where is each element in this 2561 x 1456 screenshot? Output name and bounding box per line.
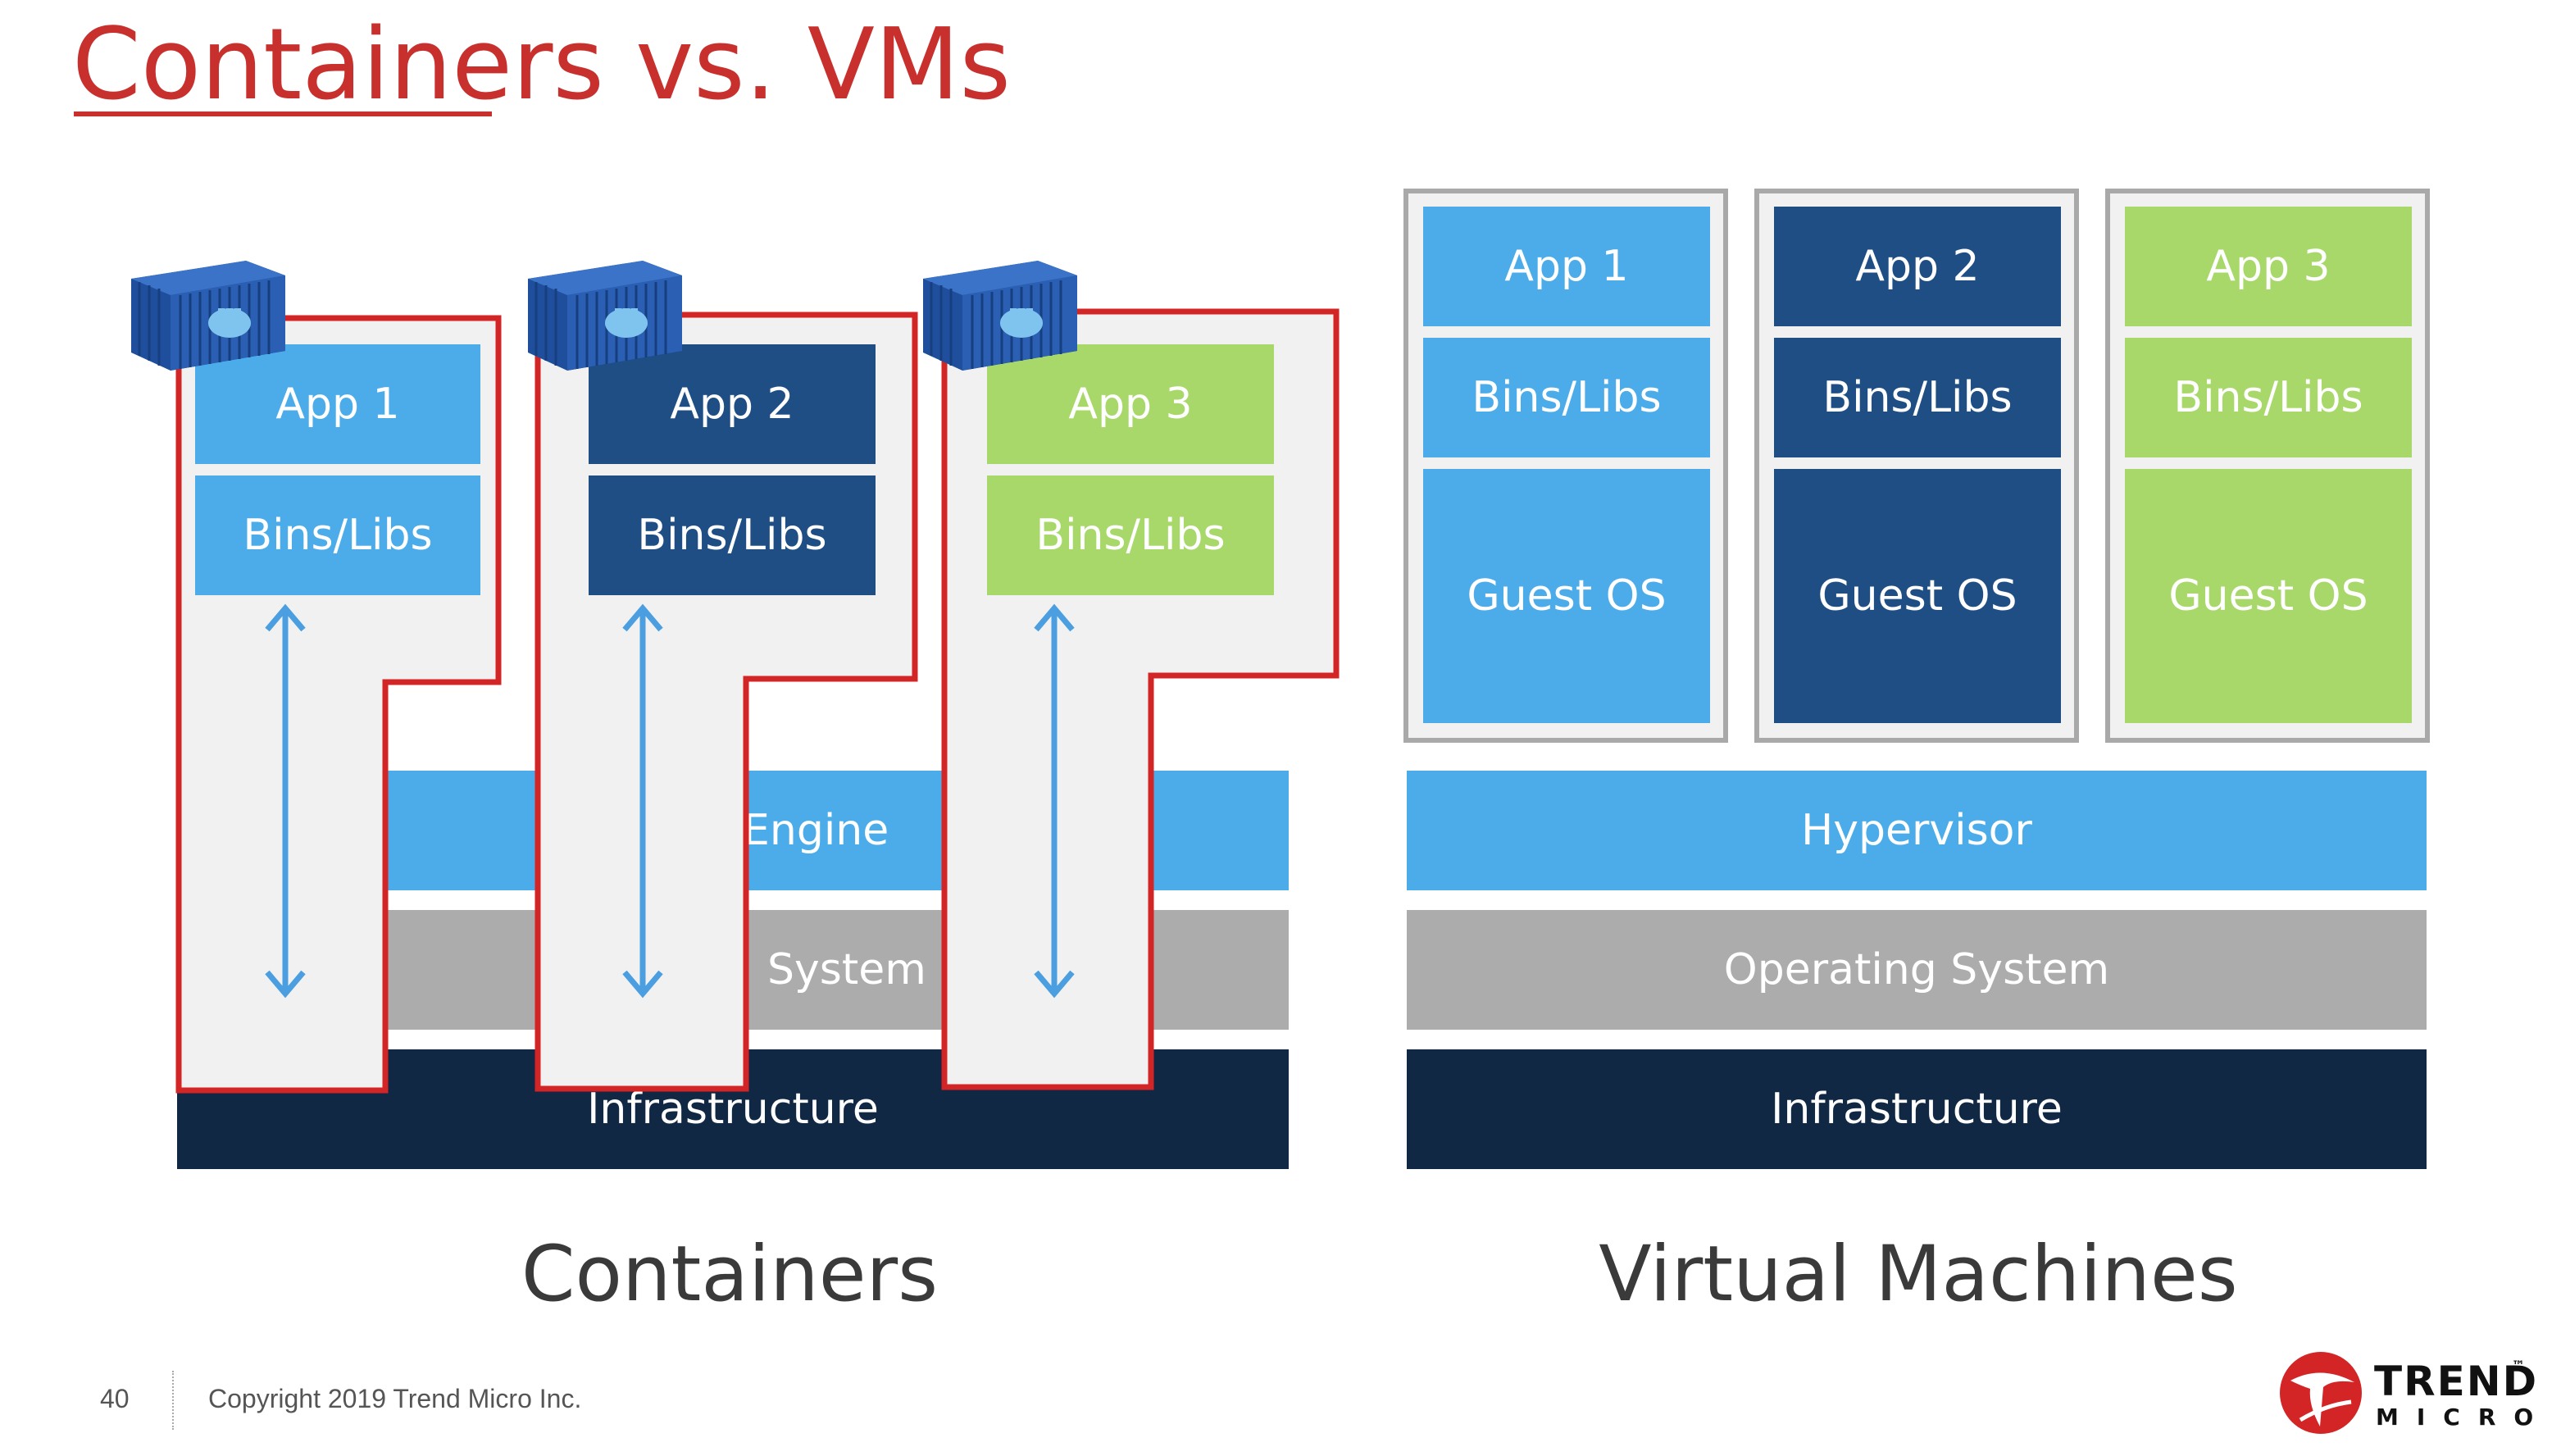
vm-libs-3: Bins/Libs [2125, 338, 2412, 457]
page-number: 40 [100, 1384, 130, 1413]
infrastructure-label: Infrastructure [587, 1085, 879, 1134]
vm-infrastructure-layer: Infrastructure [1407, 1049, 2427, 1169]
hypervisor-layer: Hypervisor [1407, 771, 2427, 890]
engine-label: Engine [743, 806, 889, 855]
vm-app-2: App 2 [1774, 207, 2061, 326]
container-libs-2: Bins/Libs [589, 475, 876, 595]
vm-os-layer: Operating System [1407, 910, 2427, 1030]
shipping-container-icon [923, 261, 1077, 371]
container-app-1: App 1 [195, 344, 480, 464]
container-app-2: App 2 [589, 344, 876, 464]
vm-app-3: App 3 [2125, 207, 2412, 326]
libs-2-label: Bins/Libs [637, 511, 827, 560]
vm-os-label: Operating System [1723, 945, 2110, 994]
copyright-text: Copyright 2019 Trend Micro Inc. [208, 1384, 582, 1413]
slide-title: Containers vs. VMs [72, 8, 1012, 122]
vm-infrastructure-label: Infrastructure [1771, 1085, 2063, 1134]
vm-guest-os-3: Guest OS [2125, 469, 2412, 723]
hypervisor-label: Hypervisor [1801, 806, 2032, 855]
shipping-container-icon [131, 261, 285, 371]
containers-caption: Containers [521, 1230, 939, 1319]
app-1-label: App 1 [275, 380, 400, 429]
vm-guest-os-1: Guest OS [1423, 469, 1710, 723]
logo-line1: TREND [2374, 1358, 2539, 1405]
logo-line2: MICRO [2376, 1404, 2552, 1431]
vm-libs-1-label: Bins/Libs [1472, 373, 1662, 422]
vm-guest-os-3-label: Guest OS [2168, 571, 2368, 621]
container-libs-3: Bins/Libs [987, 475, 1274, 595]
vm-app-3-label: App 3 [2206, 242, 2331, 291]
trend-micro-logo-icon [2280, 1352, 2362, 1434]
vm-libs-2: Bins/Libs [1774, 338, 2061, 457]
container-app-3: App 3 [987, 344, 1274, 464]
app-2-label: App 2 [670, 380, 794, 429]
vm-app-1: App 1 [1423, 207, 1710, 326]
libs-1-label: Bins/Libs [243, 511, 433, 560]
vm-libs-3-label: Bins/Libs [2173, 373, 2363, 422]
title-underline [74, 111, 492, 116]
shipping-container-icon [528, 261, 682, 371]
vm-libs-2-label: Bins/Libs [1822, 373, 2013, 422]
footer-divider [172, 1371, 174, 1430]
vm-app-1-label: App 1 [1504, 242, 1629, 291]
libs-3-label: Bins/Libs [1035, 511, 1226, 560]
app-3-label: App 3 [1068, 380, 1193, 429]
arrows [265, 603, 1075, 999]
vm-app-2-label: App 2 [1855, 242, 1980, 291]
vm-guest-os-2-label: Guest OS [1817, 571, 2017, 621]
logo-trademark: ™ [2512, 1358, 2525, 1373]
vm-guest-os-2: Guest OS [1774, 469, 2061, 723]
os-label: System [767, 945, 926, 994]
vm-libs-1: Bins/Libs [1423, 338, 1710, 457]
vm-guest-os-1-label: Guest OS [1467, 571, 1667, 621]
container-libs-1: Bins/Libs [195, 475, 480, 595]
vms-caption: Virtual Machines [1599, 1230, 2238, 1319]
